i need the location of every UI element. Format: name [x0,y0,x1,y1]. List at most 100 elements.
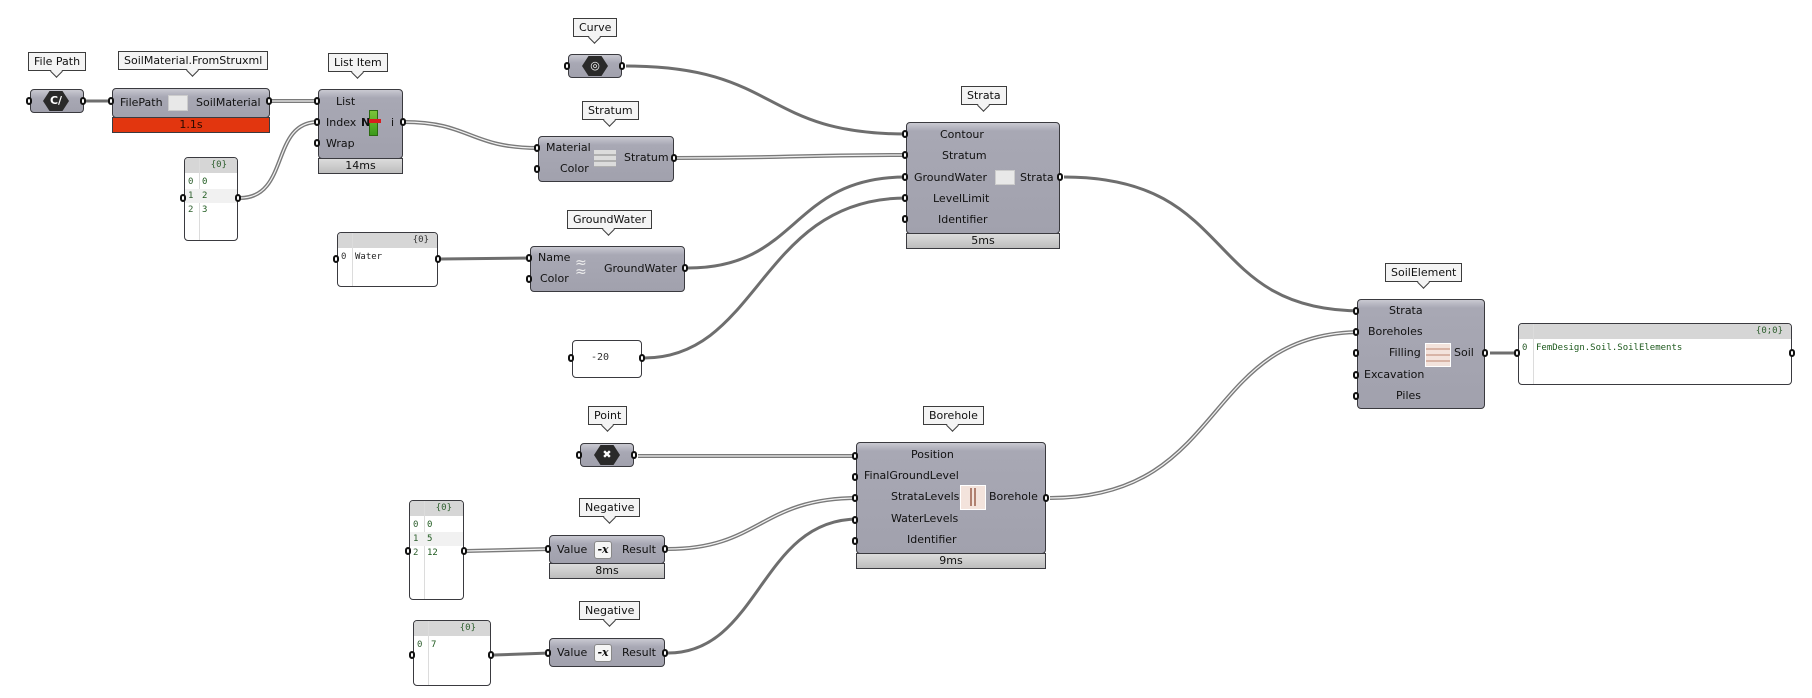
param-i[interactable]: i [391,116,395,129]
param-excavation[interactable]: Excavation [1364,368,1425,381]
param-soilmaterial-output[interactable]: SoilMaterial [196,96,261,109]
color-input-pin[interactable] [534,165,540,173]
param-material[interactable]: Material [546,141,591,154]
soil-panel-input-pin[interactable] [1514,349,1520,357]
stratum-input-pin[interactable] [902,151,908,159]
file-path-node[interactable]: C/ [30,89,84,113]
piles-input-pin[interactable] [1353,392,1359,400]
wrap-input-pin[interactable] [314,139,320,147]
param-contour[interactable]: Contour [940,128,984,141]
soil-panel-output-pin[interactable] [1789,349,1795,357]
param-result[interactable]: Result [622,646,656,659]
index-input-pin[interactable] [314,118,320,126]
excavation-input-pin[interactable] [1353,371,1359,379]
water-panel-input-pin[interactable] [333,255,339,263]
soilmaterial-node[interactable]: FilePath SoilMaterial [112,88,270,118]
param-bh-identifier[interactable]: Identifier [907,533,957,546]
name-input-pin[interactable] [526,254,532,262]
strata-levels-panel-input-pin[interactable] [405,547,411,555]
soilmaterial-output-pin[interactable] [266,97,272,105]
index-panel-input-pin[interactable] [180,194,186,202]
soil-output-pin[interactable] [1482,349,1488,357]
param-levellimit[interactable]: LevelLimit [933,192,990,205]
level-limit-panel[interactable]: -20 [572,340,642,378]
level-limit-output-pin[interactable] [639,354,645,362]
param-finalgroundlevel[interactable]: FinalGroundLevel [864,469,959,482]
param-stratalevels[interactable]: StrataLevels [891,490,960,503]
level-limit-input-pin[interactable] [568,354,574,362]
water-panel-output-pin[interactable] [435,255,441,263]
identifier-input-pin[interactable] [902,215,908,223]
param-color[interactable]: Color [560,162,589,175]
param-stratum-output[interactable]: Stratum [624,151,669,164]
param-boreholes[interactable]: Boreholes [1368,325,1423,338]
param-waterlevels[interactable]: WaterLevels [891,512,959,525]
param-groundwater-output[interactable]: GroundWater [604,262,677,275]
stratalevels-input-pin[interactable] [852,494,858,502]
param-identifier[interactable]: Identifier [938,213,988,226]
position-input-pin[interactable] [852,452,858,460]
curve-input-pin[interactable] [564,62,570,70]
filling-input-pin[interactable] [1353,349,1359,357]
param-filepath[interactable]: FilePath [120,96,163,109]
strata-input-pin[interactable] [1353,307,1359,315]
negative2-output-pin[interactable] [662,649,668,657]
soilmaterial-input-pin[interactable] [108,97,114,105]
stratum-output-pin[interactable] [671,154,677,162]
negative2-input-pin[interactable] [545,649,551,657]
param-strata-output[interactable]: Strata [1020,171,1054,184]
i-output-pin[interactable] [400,118,406,126]
curve-output-pin[interactable] [619,62,625,70]
param-borehole-output[interactable]: Borehole [989,490,1038,503]
param-list[interactable]: List [336,95,356,108]
stratum-node[interactable]: Material Color Stratum [538,136,674,182]
point-node[interactable]: ✖ [580,443,634,467]
boreholes-input-pin[interactable] [1353,328,1359,336]
bh-identifier-input-pin[interactable] [852,537,858,545]
water-levels-panel-input-pin[interactable] [409,651,415,659]
point-input-pin[interactable] [576,451,582,459]
groundwater-node[interactable]: Name Color ≈≈ GroundWater [530,246,685,292]
param-stratum[interactable]: Stratum [942,149,987,162]
negative1-node[interactable]: Value -x Result [549,535,665,564]
levellimit-input-pin[interactable] [902,194,908,202]
water-levels-panel-output-pin[interactable] [488,651,494,659]
param-name[interactable]: Name [538,251,571,264]
borehole-output-pin[interactable] [1043,494,1049,502]
waterlevels-input-pin[interactable] [852,516,858,524]
gw-color-input-pin[interactable] [526,275,532,283]
param-result[interactable]: Result [622,543,656,556]
param-wrap[interactable]: Wrap [326,137,355,150]
param-value[interactable]: Value [557,543,588,556]
soilelement-node[interactable]: Strata Boreholes Filling Excavation Pile… [1357,299,1485,409]
strata-node[interactable]: Contour Stratum GroundWater LevelLimit I… [906,122,1060,234]
param-index[interactable]: Index [326,116,357,129]
negative1-input-pin[interactable] [545,545,551,553]
negative2-node[interactable]: Value -x Result [549,638,665,667]
param-value[interactable]: Value [557,646,588,659]
param-position[interactable]: Position [911,448,954,461]
param-filling[interactable]: Filling [1389,346,1421,359]
strata-output-pin[interactable] [1057,173,1063,181]
finalgroundlevel-input-pin[interactable] [852,473,858,481]
list-input-pin[interactable] [314,97,320,105]
strata-levels-panel-output-pin[interactable] [461,547,467,555]
groundwater-output-pin[interactable] [682,264,688,272]
param-groundwater[interactable]: GroundWater [914,171,987,184]
borehole-node[interactable]: Position FinalGroundLevel StrataLevels W… [856,442,1046,554]
index-panel-output-pin[interactable] [235,194,241,202]
param-strata-in[interactable]: Strata [1389,304,1423,317]
listitem-node[interactable]: List Index Wrap N i [318,89,403,159]
param-piles[interactable]: Piles [1396,389,1422,402]
groundwater-input-pin[interactable] [902,173,908,181]
material-input-pin[interactable] [534,144,540,152]
point-output-pin[interactable] [631,451,637,459]
negative1-output-pin[interactable] [662,545,668,553]
curve-node[interactable]: ◎ [568,54,622,78]
file-path-input-pin[interactable] [26,97,32,105]
